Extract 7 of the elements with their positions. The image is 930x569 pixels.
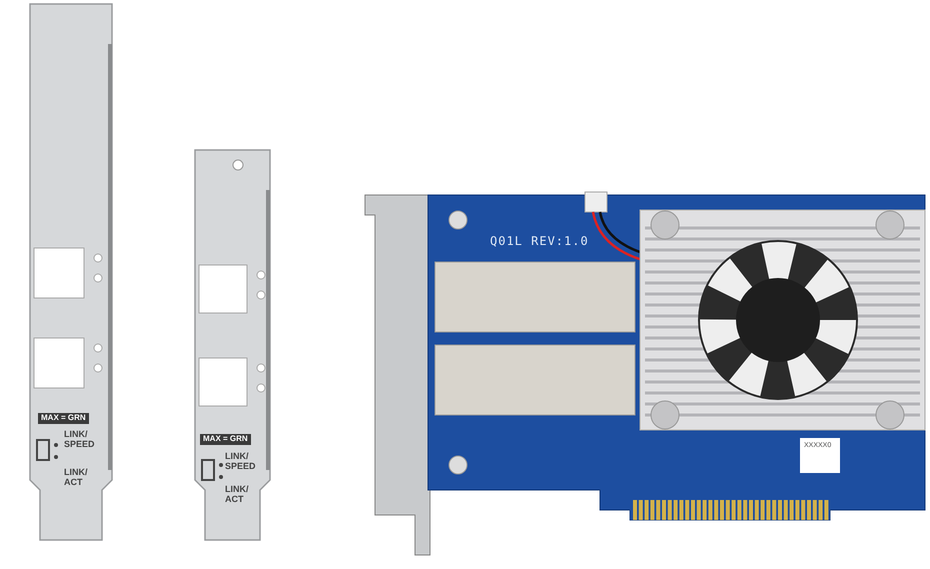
- board-marking: Q01L REV:1.0: [490, 235, 589, 248]
- indicator-label: LINK/ SPEED: [64, 430, 96, 450]
- indicator-label: LINK/ SPEED: [225, 452, 257, 472]
- indicator-label: LINK/ ACT: [225, 485, 250, 505]
- indicator-label: MAX = GRN: [200, 434, 251, 445]
- indicator-label: MAX = GRN: [38, 413, 89, 424]
- indicator-label: LINK/ ACT: [64, 468, 88, 488]
